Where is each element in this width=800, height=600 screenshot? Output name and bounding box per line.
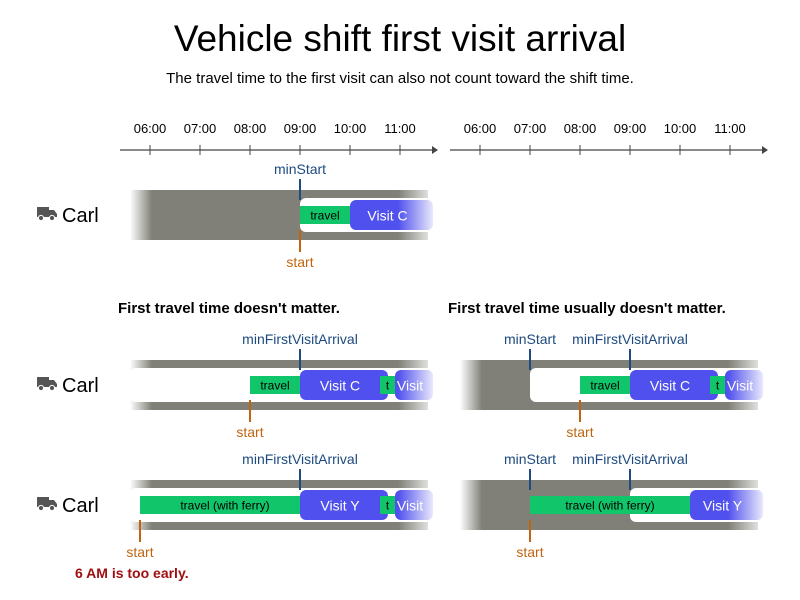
vehicle-label: Carl bbox=[62, 205, 99, 227]
axis-tick-label: 10:00 bbox=[664, 121, 697, 136]
visit-label: Visit C bbox=[650, 378, 690, 394]
shift-fade-right bbox=[398, 478, 438, 532]
axis-tick-label: 07:00 bbox=[184, 121, 217, 136]
visit-label: Visit C bbox=[367, 208, 407, 224]
right-panel-title: First travel time usually doesn't matter… bbox=[448, 300, 726, 317]
travel-bar bbox=[140, 496, 300, 514]
min-start-label: minStart bbox=[504, 331, 556, 347]
visit-box bbox=[300, 370, 388, 400]
visit-label: Visit Y bbox=[320, 498, 360, 514]
start-label: start bbox=[566, 424, 593, 440]
shift-fade-right bbox=[398, 358, 438, 412]
diagram-subtitle: The travel time to the first visit can a… bbox=[166, 70, 634, 87]
shift-fade-left bbox=[130, 190, 152, 240]
start-label: start bbox=[236, 424, 263, 440]
vehicle-label: Carl bbox=[62, 495, 99, 517]
visit-box bbox=[630, 370, 718, 400]
travel-label: travel (with ferry) bbox=[180, 499, 269, 513]
axis-arrow-icon bbox=[762, 146, 768, 154]
shift-fade-right bbox=[728, 358, 768, 412]
travel-label: t bbox=[386, 379, 390, 393]
vehicle-label: Carl bbox=[62, 375, 99, 397]
truck-icon bbox=[37, 377, 57, 392]
axis-tick-label: 10:00 bbox=[334, 121, 367, 136]
truck-icon bbox=[37, 207, 57, 222]
min-start-label: minStart bbox=[274, 161, 326, 177]
min-start-label: minStart bbox=[504, 451, 556, 467]
shift-fade-right bbox=[728, 478, 768, 532]
travel-bar bbox=[300, 206, 350, 224]
axis-tick-label: 11:00 bbox=[384, 121, 416, 136]
axis-tick-label: 06:00 bbox=[464, 121, 497, 136]
axis-tick-label: 09:00 bbox=[284, 121, 317, 136]
start-label: start bbox=[516, 544, 543, 560]
travel-bar bbox=[380, 376, 395, 394]
min-first-visit-arrival-label: minFirstVisitArrival bbox=[242, 451, 358, 467]
min-first-visit-arrival-label: minFirstVisitArrival bbox=[572, 331, 688, 347]
travel-bar bbox=[380, 496, 395, 514]
axis-tick-label: 09:00 bbox=[614, 121, 647, 136]
travel-bar bbox=[580, 376, 630, 394]
axis-tick-label: 07:00 bbox=[514, 121, 547, 136]
left-panel-title: First travel time doesn't matter. bbox=[118, 300, 340, 317]
min-first-visit-arrival-label: minFirstVisitArrival bbox=[242, 331, 358, 347]
shift-fade-left bbox=[460, 360, 482, 410]
visit-label: Visit C bbox=[320, 378, 360, 394]
travel-bar bbox=[710, 376, 725, 394]
travel-label: travel (with ferry) bbox=[565, 499, 654, 513]
travel-bar bbox=[530, 496, 690, 514]
shift-fade-right bbox=[398, 188, 438, 242]
axis-tick-label: 11:00 bbox=[714, 121, 746, 136]
start-label: start bbox=[286, 254, 313, 270]
travel-bar bbox=[250, 376, 300, 394]
truck-icon bbox=[37, 497, 57, 512]
travel-label: t bbox=[386, 499, 390, 513]
axis-arrow-icon bbox=[432, 146, 438, 154]
travel-label: travel bbox=[590, 379, 619, 393]
diagram-title: Vehicle shift first visit arrival bbox=[173, 18, 627, 59]
warning-text: 6 AM is too early. bbox=[75, 565, 189, 581]
axis-tick-label: 08:00 bbox=[564, 121, 597, 136]
travel-label: t bbox=[716, 379, 720, 393]
shift-fade-left bbox=[460, 480, 482, 530]
travel-label: travel bbox=[260, 379, 289, 393]
axis-tick-label: 08:00 bbox=[234, 121, 267, 136]
axis-tick-label: 06:00 bbox=[134, 121, 167, 136]
visit-box bbox=[300, 490, 388, 520]
start-label: start bbox=[126, 544, 153, 560]
travel-label: travel bbox=[310, 209, 339, 223]
min-first-visit-arrival-label: minFirstVisitArrival bbox=[572, 451, 688, 467]
